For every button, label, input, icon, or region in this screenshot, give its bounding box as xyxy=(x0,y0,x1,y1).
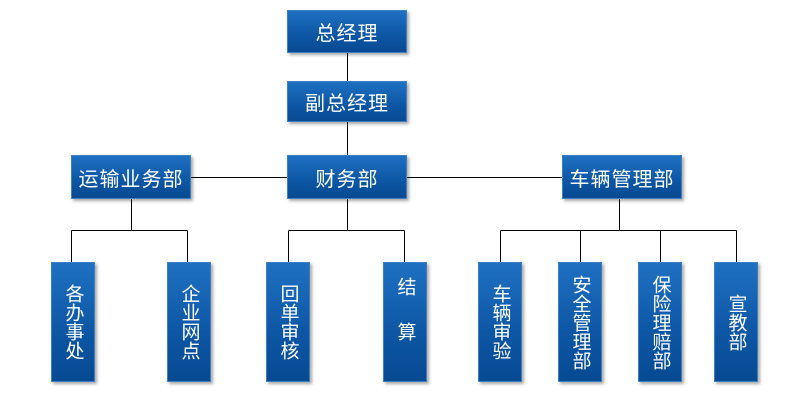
unit-box-settlement: 结算 xyxy=(383,262,427,382)
unit-box-safety-management: 安全管理部 xyxy=(558,262,602,382)
vehicle-management-dept-label: 车辆管理部 xyxy=(569,166,675,191)
unit-label-insurance-claims: 保险理赔部 xyxy=(649,274,672,370)
deputy-general-manager-label: 副总经理 xyxy=(305,91,389,115)
unit-box-education: 宣教部 xyxy=(714,262,758,382)
unit-label-settlement: 结算 xyxy=(394,277,417,367)
unit-box-enterprise-outlets: 企业网点 xyxy=(167,262,211,382)
general-manager-label: 总经理 xyxy=(315,21,379,45)
deputy-general-manager-box: 副总经理 xyxy=(287,81,407,122)
transport-business-dept-box: 运输业务部 xyxy=(71,155,191,199)
unit-label-offices: 各办事处 xyxy=(62,284,85,360)
transport-business-dept-label: 运输业务部 xyxy=(78,166,184,191)
unit-label-receipt-review: 回单审核 xyxy=(277,284,300,360)
unit-box-insurance-claims: 保险理赔部 xyxy=(638,262,682,382)
unit-label-enterprise-outlets: 企业网点 xyxy=(178,284,201,360)
finance-dept-label: 财务部 xyxy=(315,166,379,191)
unit-label-vehicle-inspection: 车辆审验 xyxy=(489,284,512,360)
unit-box-receipt-review: 回单审核 xyxy=(266,262,310,382)
unit-label-education: 宣教部 xyxy=(725,293,748,351)
unit-label-safety-management: 安全管理部 xyxy=(569,274,592,370)
unit-box-offices: 各办事处 xyxy=(51,262,95,382)
vehicle-management-dept-box: 车辆管理部 xyxy=(562,155,682,199)
general-manager-box: 总经理 xyxy=(287,10,407,53)
finance-dept-box: 财务部 xyxy=(287,155,407,199)
unit-box-vehicle-inspection: 车辆审验 xyxy=(478,262,522,382)
